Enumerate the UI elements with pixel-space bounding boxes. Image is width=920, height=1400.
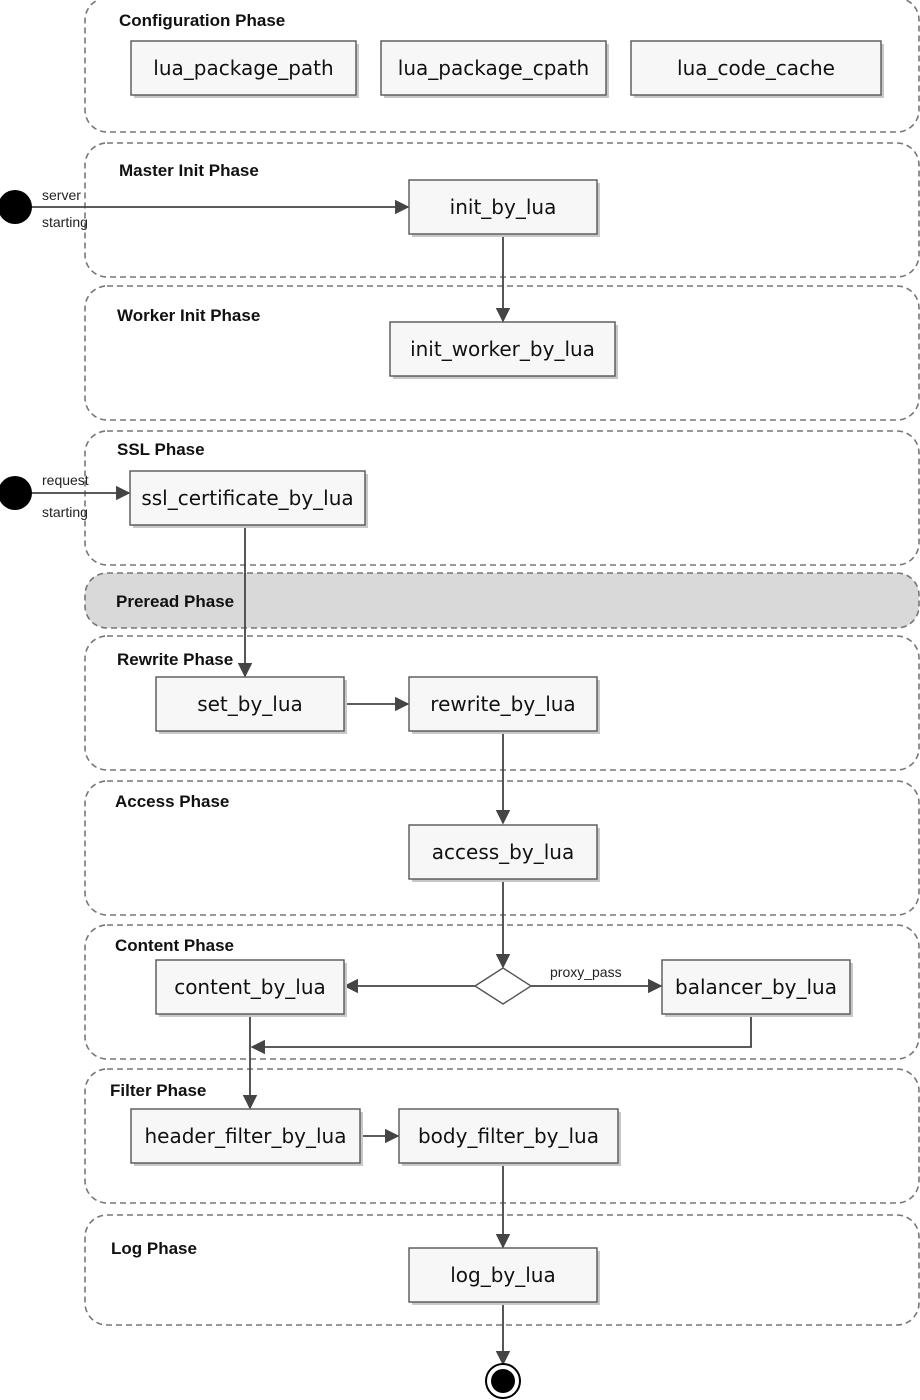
node-label: access_by_lua	[432, 840, 574, 864]
node-content-by-lua: content_by_lua	[155, 959, 347, 1017]
node-label: log_by_lua	[450, 1263, 556, 1287]
phase-title-content: Content Phase	[115, 936, 234, 955]
node-init-by-lua: init_by_lua	[408, 179, 600, 237]
phase-title-log: Log Phase	[111, 1239, 197, 1258]
node-label: balancer_by_lua	[675, 975, 837, 999]
start-node-icon	[0, 190, 32, 224]
node-label: lua_package_path	[153, 56, 333, 80]
start-label-line1: server	[42, 187, 81, 203]
node-ssl-certificate-by-lua: ssl_certificate_by_lua	[129, 470, 368, 528]
phase-title-master-init: Master Init Phase	[119, 161, 259, 180]
start-label-line2: starting	[42, 504, 88, 520]
phase-title-preread: Preread Phase	[116, 592, 234, 611]
node-init-worker-by-lua: init_worker_by_lua	[389, 321, 618, 379]
start-server-starting: server starting	[0, 187, 88, 230]
edges	[28, 199, 752, 1366]
node-body-filter-by-lua: body_filter_by_lua	[398, 1108, 621, 1166]
phase-title-rewrite: Rewrite Phase	[117, 650, 233, 669]
phase-title-access: Access Phase	[115, 792, 229, 811]
node-access-by-lua: access_by_lua	[408, 824, 600, 882]
phase-ssl: SSL Phase	[84, 430, 920, 566]
node-rewrite-by-lua: rewrite_by_lua	[408, 676, 600, 734]
node-label: content_by_lua	[174, 975, 326, 999]
node-header-filter-by-lua: header_filter_by_lua	[130, 1108, 363, 1166]
phase-preread: Preread Phase	[84, 572, 920, 629]
node-label: set_by_lua	[197, 692, 303, 716]
edge-balancer-return	[250, 1014, 752, 1055]
start-label-line1: request	[42, 472, 89, 488]
node-log-by-lua: log_by_lua	[408, 1247, 600, 1305]
end-node	[485, 1363, 521, 1399]
node-set-by-lua: set_by_lua	[155, 676, 347, 734]
start-node-icon	[0, 476, 32, 510]
start-label-line2: starting	[42, 214, 88, 230]
node-label: header_filter_by_lua	[144, 1124, 346, 1148]
start-request-starting: request starting	[0, 472, 89, 520]
node-lua-code-cache: lua_code_cache	[630, 40, 884, 98]
node-balancer-by-lua: balancer_by_lua	[661, 959, 853, 1017]
phase-title-configuration: Configuration Phase	[119, 11, 285, 30]
node-label: lua_package_cpath	[398, 56, 589, 80]
decision-diamond	[473, 967, 533, 1005]
phase-title-ssl: SSL Phase	[117, 440, 205, 459]
phase-title-worker-init: Worker Init Phase	[117, 306, 260, 325]
phase-title-filter: Filter Phase	[110, 1081, 206, 1100]
node-label: body_filter_by_lua	[418, 1124, 599, 1148]
edge-label-proxy-pass: proxy_pass	[550, 964, 622, 980]
node-label: ssl_certificate_by_lua	[141, 486, 353, 510]
end-dot-icon	[491, 1369, 515, 1393]
node-label: lua_code_cache	[677, 56, 835, 80]
node-label: init_by_lua	[450, 195, 557, 219]
node-lua-package-cpath: lua_package_cpath	[380, 40, 609, 98]
node-lua-package-path: lua_package_path	[130, 40, 359, 98]
node-label: init_worker_by_lua	[410, 337, 595, 361]
node-label: rewrite_by_lua	[430, 692, 575, 716]
